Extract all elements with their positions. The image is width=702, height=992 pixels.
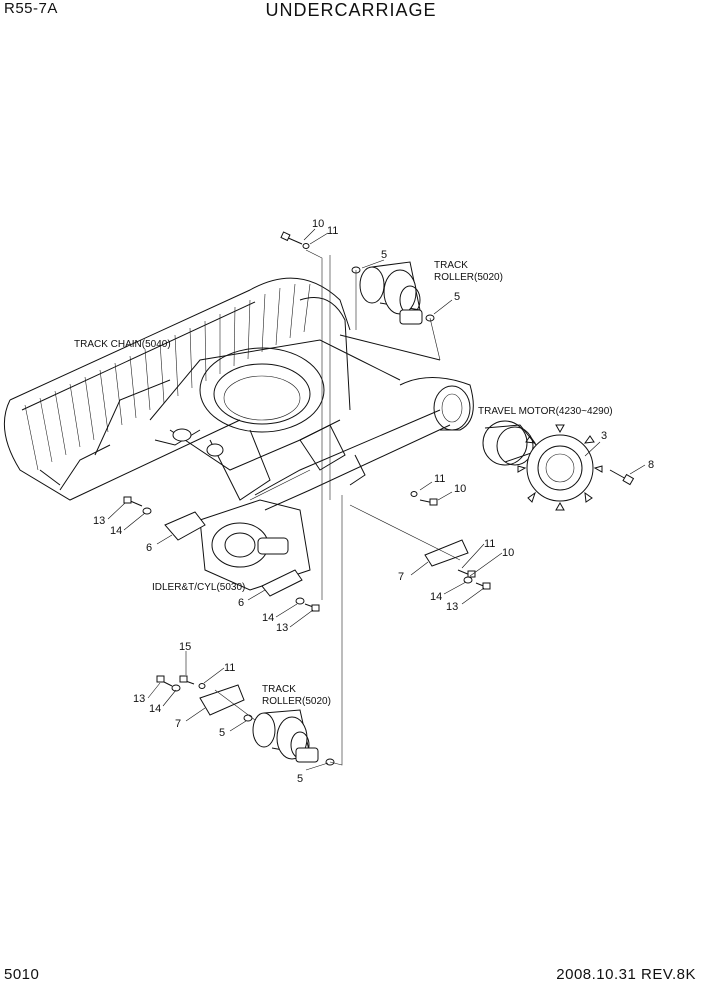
callout-14: 14 <box>262 612 274 624</box>
callout-15: 15 <box>179 641 191 653</box>
callout-11: 11 <box>224 662 235 674</box>
callout-10: 10 <box>312 218 324 230</box>
callout-6: 6 <box>146 542 152 554</box>
callout-13: 13 <box>93 515 105 527</box>
track-roller-top-drawing <box>351 261 435 325</box>
callout-5: 5 <box>297 773 303 785</box>
sprocket-drawing <box>517 424 603 511</box>
callout-10: 10 <box>502 547 514 559</box>
callout-8: 8 <box>648 459 654 471</box>
travel-motor-label: TRAVEL MOTOR(4230~4290) <box>478 406 613 417</box>
travel-motor-drawing <box>482 420 541 466</box>
page-number: 5010 <box>4 966 40 983</box>
callout-5: 5 <box>454 291 460 303</box>
model-code: R55-7A <box>4 0 58 17</box>
callout-13: 13 <box>276 622 288 634</box>
hardware-drawing <box>123 231 491 722</box>
callout-14: 14 <box>110 525 122 537</box>
callout-14: 14 <box>149 703 161 715</box>
callout-13: 13 <box>133 693 145 705</box>
callout-5: 5 <box>219 727 225 739</box>
track-roller-top-label-line1: TRACK <box>434 260 468 271</box>
track-roller-bottom-label-line2: ROLLER(5020) <box>262 696 331 707</box>
sprocket-bolt-drawing <box>609 469 635 486</box>
callout-13: 13 <box>446 601 458 613</box>
callout-3: 3 <box>601 430 607 442</box>
callout-10: 10 <box>454 483 466 495</box>
callout-11: 11 <box>327 225 338 237</box>
callout-5: 5 <box>381 249 387 261</box>
callout-6: 6 <box>238 597 244 609</box>
track-roller-bottom-drawing <box>252 709 335 766</box>
idler-label: IDLER&T/CYL(5030) <box>152 582 245 593</box>
alignment-lines <box>214 249 461 766</box>
callout-11: 11 <box>434 473 445 485</box>
callout-7: 7 <box>175 718 181 730</box>
callout-7: 7 <box>398 571 404 583</box>
revision-date: 2008.10.31 REV.8K <box>556 966 696 983</box>
callout-14: 14 <box>430 591 442 603</box>
page-title: UNDERCARRIAGE <box>265 0 437 20</box>
track-chain-label: TRACK CHAIN(5040) <box>74 339 171 350</box>
leader-lines <box>107 228 646 771</box>
lower-frame-drawing <box>149 297 474 591</box>
track-roller-bottom-label-line1: TRACK <box>262 684 296 695</box>
callout-11: 11 <box>484 538 495 550</box>
track-roller-top-label-line2: ROLLER(5020) <box>434 272 503 283</box>
track-chain-drawing <box>3 277 351 501</box>
